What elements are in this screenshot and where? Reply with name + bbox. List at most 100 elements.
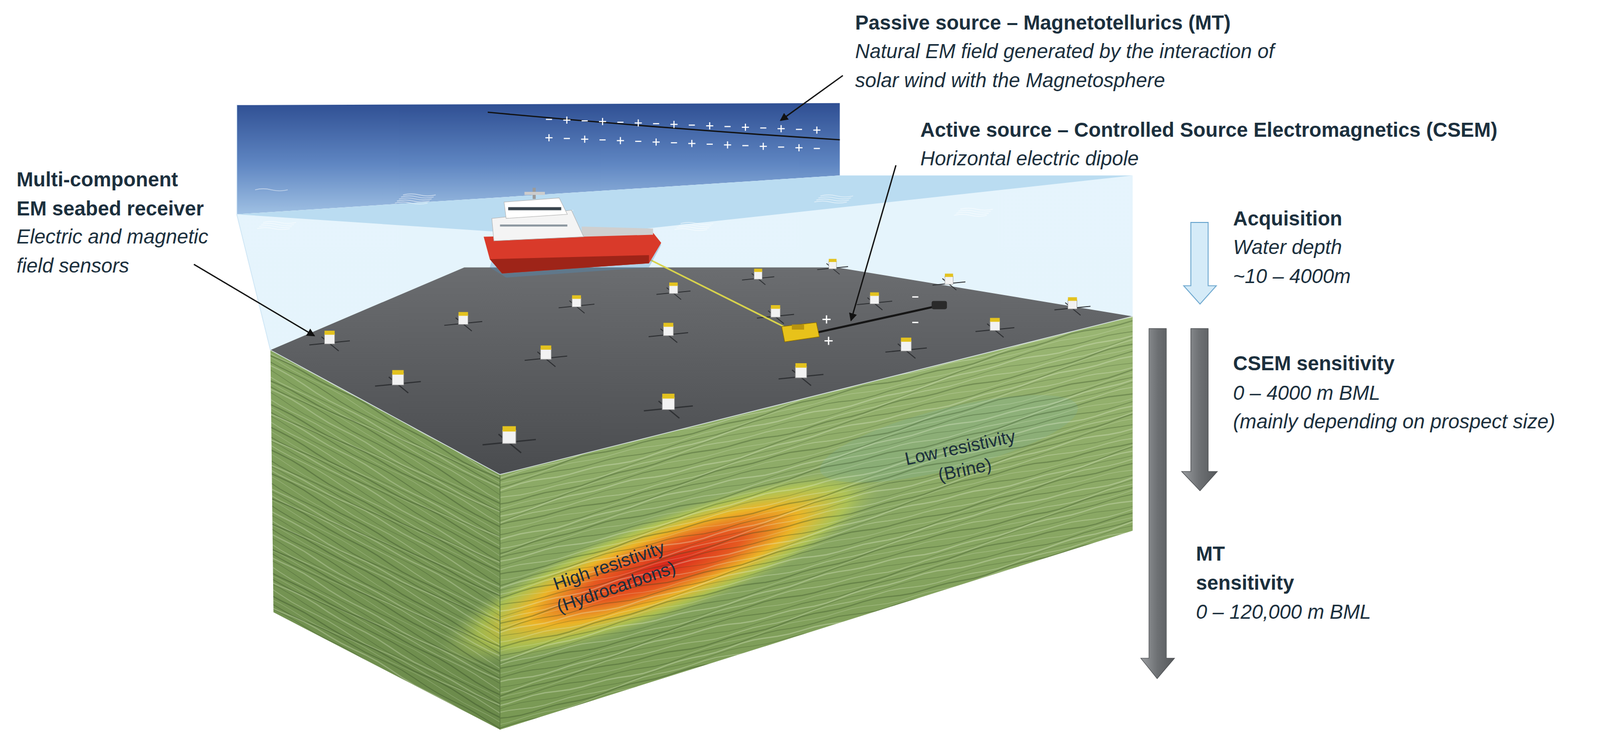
plus-sign bbox=[673, 120, 675, 128]
dipole-end bbox=[931, 301, 948, 310]
strata-line bbox=[495, 317, 1133, 480]
glass-edge bbox=[236, 214, 271, 351]
seabed-receiver bbox=[656, 282, 691, 300]
strata-line bbox=[495, 406, 1133, 562]
minus-sign bbox=[760, 127, 767, 129]
strata-line bbox=[267, 425, 500, 550]
strata-line bbox=[267, 606, 500, 731]
acquisition-arrow bbox=[1183, 222, 1217, 305]
depth-value: 0 – 120,000 m BML bbox=[1195, 597, 1371, 627]
wave-mark bbox=[960, 208, 993, 211]
strata-line bbox=[495, 348, 1133, 511]
em-source bbox=[781, 322, 820, 343]
strata-line bbox=[495, 377, 1133, 536]
dipole-signs bbox=[822, 297, 919, 346]
plus-sign bbox=[744, 123, 746, 131]
receiver-body bbox=[989, 320, 1000, 331]
strata-line bbox=[267, 550, 500, 679]
plus-sign bbox=[583, 135, 585, 143]
receiver-float bbox=[662, 393, 675, 399]
leader-arrow bbox=[193, 264, 315, 337]
receiver-body bbox=[944, 276, 953, 285]
receiver-float bbox=[458, 312, 469, 317]
glass-edge bbox=[236, 105, 238, 215]
seabed-receiver bbox=[309, 330, 350, 351]
strata-line bbox=[495, 379, 1133, 541]
seabed-receiver bbox=[756, 305, 794, 324]
tow-cable bbox=[649, 259, 788, 329]
depth-heading: MT sensitivity bbox=[1195, 539, 1295, 598]
minus-sign bbox=[670, 142, 677, 144]
strata-line bbox=[267, 522, 500, 647]
minus-sign bbox=[545, 118, 552, 120]
receiver-float bbox=[900, 337, 912, 342]
seabed-receiver bbox=[975, 318, 1015, 338]
seabed-receivers bbox=[309, 259, 1091, 454]
strata-line bbox=[495, 459, 1133, 622]
depth-note: (mainly depending on prospect size) bbox=[1233, 407, 1556, 437]
strata-line bbox=[267, 563, 500, 692]
strata-line bbox=[495, 494, 1133, 657]
receiver-body bbox=[324, 333, 335, 344]
strata-line bbox=[267, 580, 500, 706]
strata-line bbox=[267, 547, 500, 672]
sea-surface bbox=[236, 175, 1133, 237]
strata-line bbox=[495, 475, 1133, 633]
strata-line bbox=[495, 513, 1133, 670]
receiver-float bbox=[989, 318, 1000, 323]
receiver-body bbox=[900, 340, 912, 352]
wave-mark bbox=[680, 222, 714, 225]
strata-line bbox=[267, 620, 500, 745]
receiver-body bbox=[1068, 300, 1078, 310]
receiver-body bbox=[502, 430, 517, 445]
seabed-receiver bbox=[648, 322, 689, 343]
strata-line bbox=[267, 607, 500, 733]
seabed-receiver bbox=[1054, 297, 1091, 316]
receiver-float bbox=[870, 292, 880, 297]
strata-line bbox=[495, 585, 1133, 743]
receiver-float bbox=[1068, 297, 1078, 301]
receiver-body bbox=[540, 348, 552, 360]
strata-line bbox=[267, 586, 500, 714]
callout-heading: Multi-component EM seabed receiver bbox=[16, 164, 209, 224]
receiver-float bbox=[795, 363, 807, 368]
plus-sign bbox=[655, 138, 657, 146]
wave-mark bbox=[403, 193, 436, 196]
leader-arrow bbox=[851, 165, 897, 321]
receiver-float bbox=[828, 259, 837, 263]
receiver-body bbox=[669, 285, 678, 294]
seabed-receiver bbox=[444, 312, 483, 332]
mt-arrow bbox=[1140, 328, 1175, 680]
strata-line bbox=[267, 468, 500, 595]
receiver-float bbox=[754, 268, 763, 272]
charge-signs bbox=[545, 116, 821, 152]
strata-line bbox=[495, 487, 1133, 649]
strata-line bbox=[267, 609, 500, 737]
plus-sign bbox=[780, 125, 782, 133]
seabed-receiver bbox=[856, 292, 893, 311]
depth-value: 0 – 4000 m BML bbox=[1233, 378, 1381, 408]
seabed-receiver bbox=[374, 370, 421, 394]
strata-line bbox=[267, 463, 500, 588]
region-label: High resistivity (Hydrocarbons) bbox=[534, 530, 692, 623]
receiver-body bbox=[828, 261, 837, 269]
minus-sign bbox=[813, 147, 820, 149]
plus-sign bbox=[691, 139, 693, 147]
strata-line bbox=[267, 448, 500, 573]
minus-sign bbox=[599, 139, 606, 141]
seabed-receiver bbox=[778, 363, 824, 386]
receiver-float bbox=[944, 273, 953, 278]
strata-line bbox=[495, 506, 1133, 666]
minus-sign bbox=[742, 145, 749, 147]
strata-line bbox=[495, 509, 1133, 667]
strata-line bbox=[495, 517, 1133, 675]
callout-text: Natural EM field generated by the intera… bbox=[855, 36, 1297, 95]
strata-line bbox=[495, 331, 1133, 489]
receiver-float bbox=[663, 322, 674, 327]
strata-line bbox=[495, 325, 1133, 485]
strata-line bbox=[267, 573, 500, 700]
strata-line bbox=[267, 581, 500, 708]
strata-line bbox=[495, 412, 1133, 572]
strata-line bbox=[267, 576, 500, 705]
sea-surface-waves bbox=[255, 188, 993, 232]
